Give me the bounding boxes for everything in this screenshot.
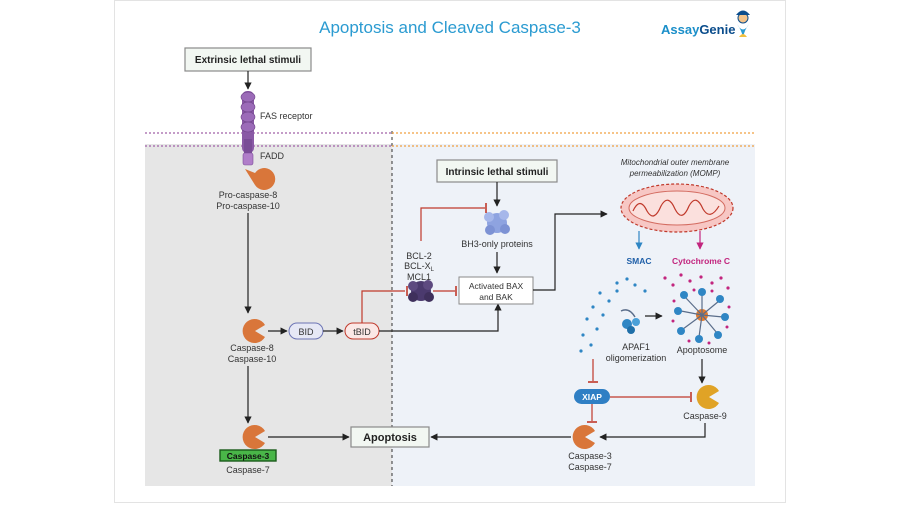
fadd-label: FADD bbox=[260, 151, 285, 161]
bclxl-label: BCL-XL bbox=[404, 261, 435, 273]
caspase9-icon bbox=[696, 385, 719, 409]
svg-text:Intrinsic lethal stimuli: Intrinsic lethal stimuli bbox=[446, 167, 549, 178]
procaspase8-label: Pro-caspase-8 bbox=[219, 190, 278, 200]
svg-text:AssayGenie: AssayGenie bbox=[661, 22, 735, 37]
cell-membrane bbox=[145, 132, 755, 147]
caspase10-label: Caspase-10 bbox=[228, 354, 277, 364]
xiap-pill: XIAP bbox=[574, 389, 610, 404]
caspase8-label: Caspase-8 bbox=[230, 343, 274, 353]
assaygenie-logo: AssayGenie bbox=[661, 10, 750, 37]
smac-dots bbox=[579, 277, 647, 353]
caspase3-icon bbox=[242, 425, 265, 450]
svg-text:tBID: tBID bbox=[353, 327, 371, 337]
bh3-protein-icon bbox=[484, 210, 510, 235]
apoptosis-diagram: Apoptosis and Cleaved Caspase-3 AssayGen… bbox=[145, 10, 755, 486]
svg-text:Activated BAX: Activated BAX bbox=[469, 281, 524, 291]
brand-assay: Assay bbox=[661, 22, 700, 37]
svg-text:BID: BID bbox=[298, 327, 314, 337]
apaf1-icon bbox=[620, 309, 640, 334]
mcl1-label: MCL1 bbox=[407, 272, 431, 282]
svg-text:and BAK: and BAK bbox=[479, 292, 513, 302]
arrow-caspase9-to-caspase3 bbox=[599, 423, 706, 441]
fas-receptor-icon bbox=[240, 91, 256, 166]
arrow-bax-to-mitochondria bbox=[533, 210, 608, 291]
arrow-tbid-to-bax bbox=[379, 303, 502, 332]
apaf1-label: APAF1 bbox=[622, 342, 650, 352]
cytochrome-c-label: Cytochrome C bbox=[672, 256, 730, 266]
svg-text:XIAP: XIAP bbox=[582, 392, 602, 402]
caspase3-right-label: Caspase-3 bbox=[568, 451, 612, 461]
apoptosome-icon bbox=[671, 288, 731, 345]
caspase9-label: Caspase-9 bbox=[683, 411, 727, 421]
extrinsic-stimuli-label: Extrinsic lethal stimuli bbox=[195, 55, 301, 66]
caspase3-right-icon bbox=[572, 425, 595, 450]
tbid-pill: tBID bbox=[344, 322, 380, 340]
caspase7-label: Caspase-7 bbox=[226, 465, 270, 475]
oligomerization-label: oligomerization bbox=[606, 353, 667, 363]
inhibit-tbid-to-bcl2 bbox=[361, 290, 405, 323]
bid-pill: BID bbox=[288, 322, 324, 340]
bcl2-label: BCL-2 bbox=[406, 251, 432, 261]
apoptosis-box: Apoptosis bbox=[350, 426, 430, 448]
intrinsic-stimuli-box: Intrinsic lethal stimuli bbox=[436, 159, 558, 183]
extrinsic-stimuli-box: Extrinsic lethal stimuli bbox=[184, 47, 312, 72]
svg-text:Caspase-3: Caspase-3 bbox=[227, 451, 270, 461]
mitochondrion-icon bbox=[620, 183, 734, 233]
fas-receptor-label: FAS receptor bbox=[260, 111, 313, 121]
inhibit-bcl2-to-bh3 bbox=[420, 207, 485, 241]
figure-card: Apoptosis and Cleaved Caspase-3 AssayGen… bbox=[114, 0, 786, 503]
procaspase8-icon bbox=[245, 168, 276, 191]
apoptosome-label: Apoptosome bbox=[677, 345, 728, 355]
caspase8-icon bbox=[242, 318, 265, 343]
genie-mascot-icon bbox=[736, 10, 750, 37]
activated-bax-box: Activated BAX and BAK bbox=[458, 276, 534, 305]
bcl2-protein-icon bbox=[408, 280, 434, 302]
cytochrome-dots bbox=[663, 273, 730, 290]
momp-label-line2: permeabilization (MOMP) bbox=[629, 169, 721, 178]
procaspase10-label: Pro-caspase-10 bbox=[216, 201, 280, 211]
caspase3-badge: Caspase-3 bbox=[219, 449, 277, 462]
page-title: Apoptosis and Cleaved Caspase-3 bbox=[319, 18, 581, 37]
smac-label: SMAC bbox=[626, 256, 651, 266]
bh3-label: BH3-only proteins bbox=[461, 239, 533, 249]
svg-text:Apoptosis: Apoptosis bbox=[363, 432, 417, 444]
brand-genie: Genie bbox=[699, 22, 735, 37]
caspase7-right-label: Caspase-7 bbox=[568, 462, 612, 472]
momp-label-line1: Mitochondrial outer membrane bbox=[621, 158, 730, 167]
